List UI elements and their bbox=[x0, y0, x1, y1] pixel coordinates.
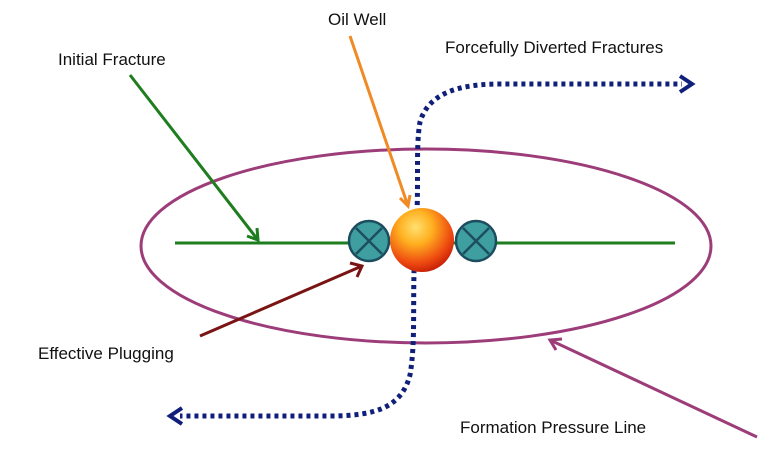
formation-pressure-ellipse bbox=[139, 147, 713, 345]
effective-plugging-label: Effective Plugging bbox=[38, 344, 174, 363]
initial-fracture-label: Initial Fracture bbox=[58, 50, 166, 69]
diverted-arrowhead-right bbox=[678, 74, 696, 94]
oil-well-sphere bbox=[390, 208, 454, 272]
oil-well-arrow bbox=[348, 35, 412, 210]
formation-pressure-arrow bbox=[547, 337, 758, 439]
plug-right bbox=[454, 219, 498, 263]
initial-fracture-arrow bbox=[128, 74, 260, 243]
diverted-fractures-label: Forcefully Diverted Fractures bbox=[445, 38, 664, 57]
formation-pressure-label: Formation Pressure Line bbox=[460, 418, 647, 437]
plug-left bbox=[347, 219, 391, 263]
diverted-fracture-path bbox=[412, 81, 682, 246]
diverted-arrowhead-left bbox=[166, 406, 184, 426]
oil-well-label: Oil Well bbox=[328, 10, 387, 29]
effective-plugging-arrow bbox=[199, 261, 365, 338]
diverted-fracture-path-lower bbox=[180, 244, 418, 419]
